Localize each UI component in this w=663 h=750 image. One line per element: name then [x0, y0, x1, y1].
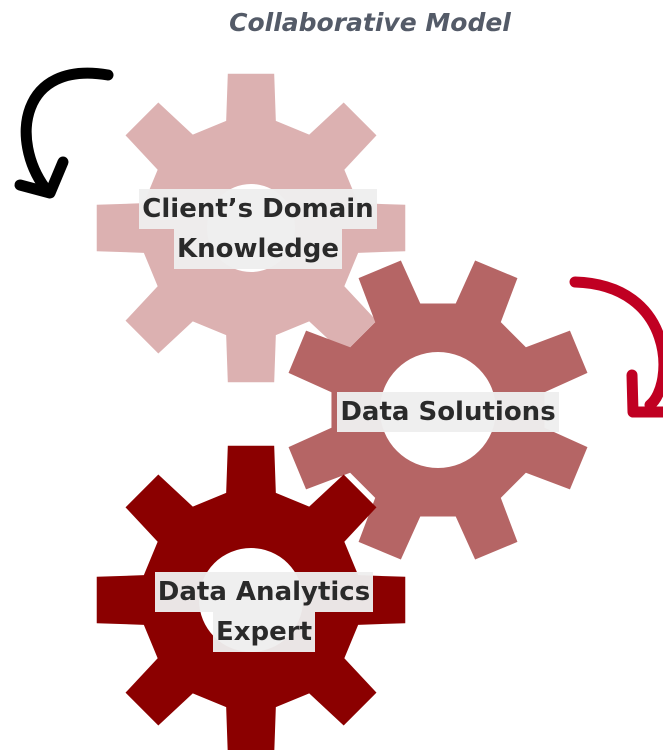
rotation-arrow-counterclockwise-icon — [14, 67, 114, 199]
gear-label-client-domain-knowledge-line2: Knowledge — [174, 229, 342, 269]
gear-label-data-solutions: Data Solutions — [290, 392, 606, 432]
gear-data-analytics-expert-shape — [96, 445, 406, 750]
gear-label-client-domain-knowledge-line1: Client’s Domain — [139, 189, 377, 229]
gear-client-domain-knowledge-shape — [96, 73, 406, 383]
gear-label-data-analytics-expert-line1: Data Analytics — [154, 572, 374, 612]
gear-label-data-analytics-expert-line2: Expert — [212, 612, 316, 652]
gear-data-solutions-shape — [288, 260, 588, 560]
gear-label-data-solutions-line1: Data Solutions — [337, 392, 559, 432]
gear-data-analytics-expert — [96, 445, 406, 750]
rotation-arrow-clockwise-icon — [569, 276, 663, 418]
gear-label-data-analytics-expert: Data Analytics Expert — [106, 572, 422, 652]
gear-data-solutions — [288, 260, 588, 560]
gear-label-client-domain-knowledge: Client’s Domain Knowledge — [100, 189, 416, 269]
gear-client-domain-knowledge — [96, 73, 406, 383]
diagram-title: Collaborative Model — [229, 8, 511, 37]
